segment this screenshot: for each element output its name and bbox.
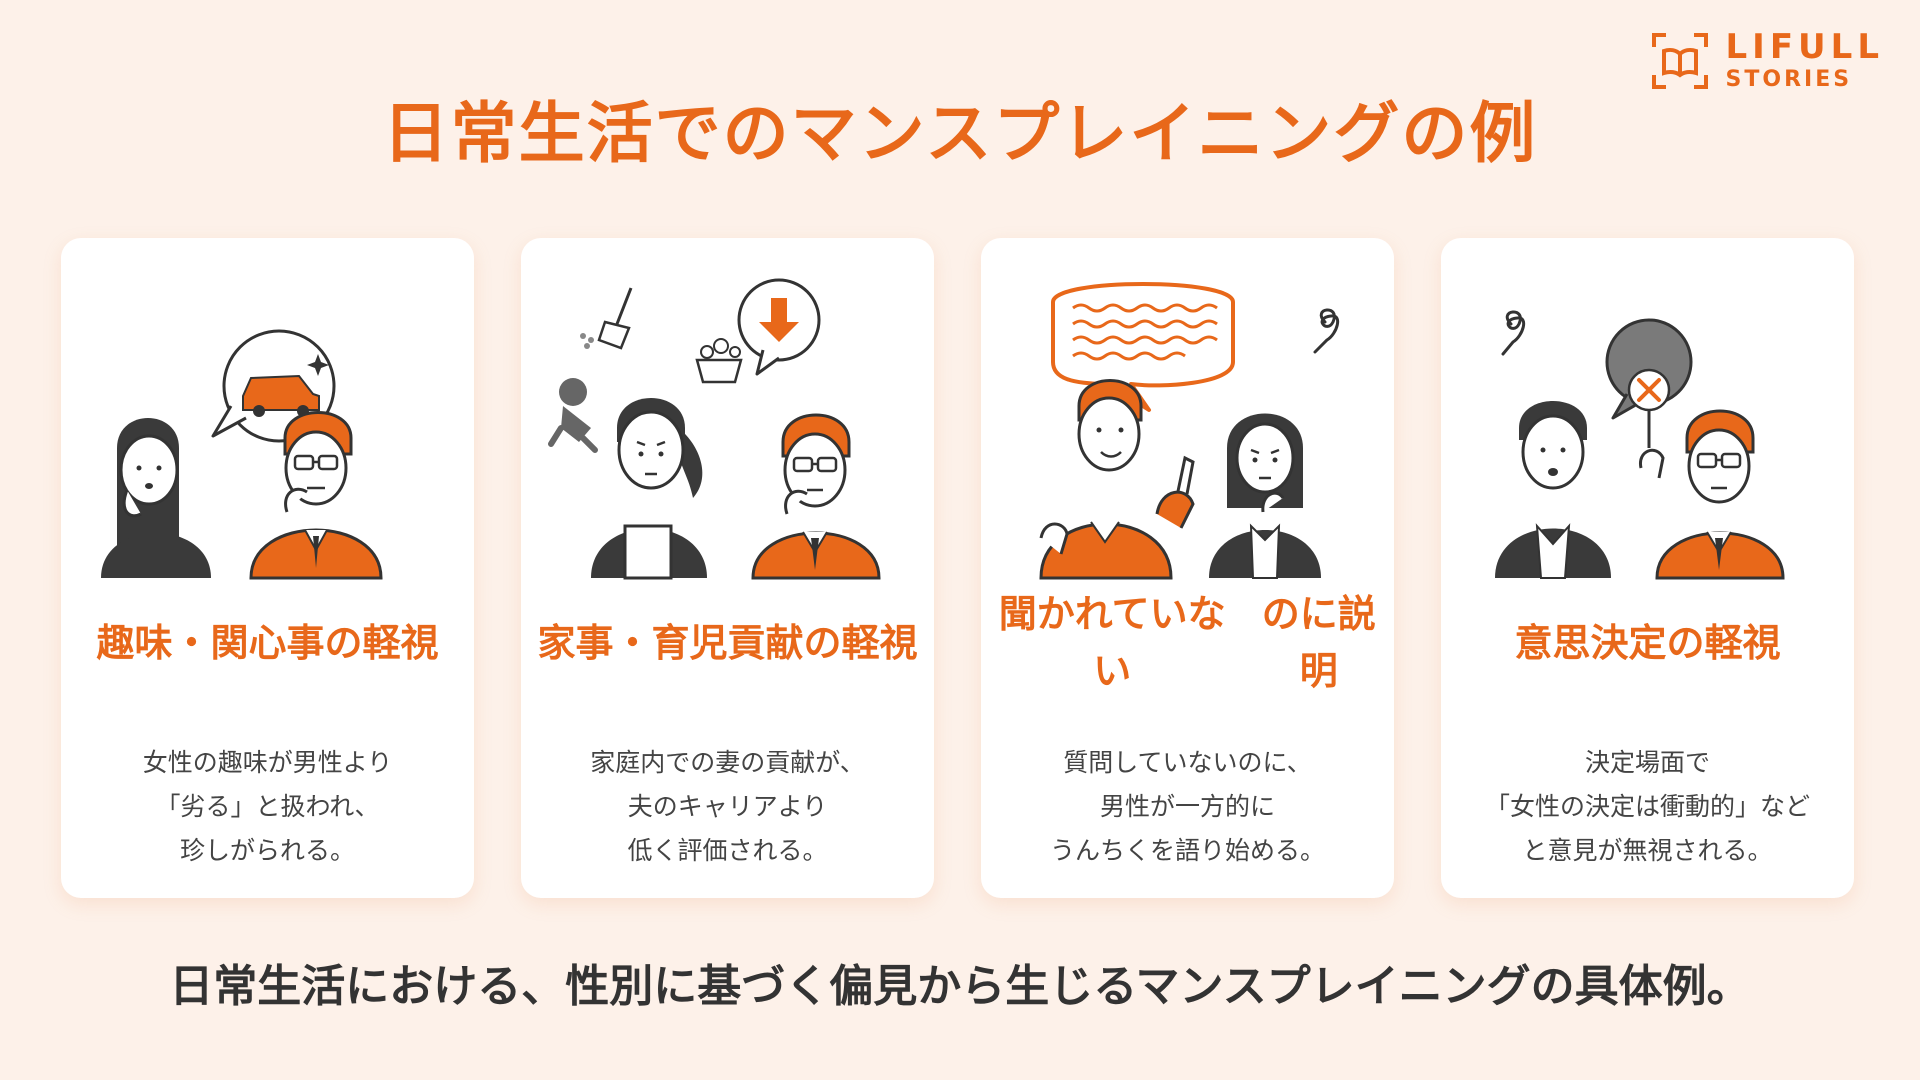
card-description: 質問していないのに、 男性が一方的に うんちくを語り始める。 xyxy=(1049,748,1325,865)
brand-name: LIFULL xyxy=(1725,27,1884,67)
card-unsolicited-explanation: 聞かれていない のに説明 質問していないのに、 男性が一方的に うんちくを語り始… xyxy=(981,238,1394,898)
card-title: 家事・育児 貢献の軽視 xyxy=(537,620,918,665)
brand-sub: STORIES xyxy=(1725,67,1853,92)
brand-logo[interactable]: LIFULL STORIES xyxy=(1650,30,1884,91)
woman-decision-man-x-sign-icon xyxy=(1495,310,1785,580)
card-title: 趣味・関心事の 軽視 xyxy=(96,620,439,665)
caption: 日常生活における、性別に基づく偏見から生じるマンスプレイニングの具体例。 xyxy=(169,961,1751,1012)
card-hobby: 趣味・関心事の 軽視 女性の趣味が男性より 「劣る」と扱われ、 珍しがられる。 xyxy=(61,238,474,898)
woman-hobby-car-bubble-man-thinking-icon xyxy=(101,329,383,580)
book-frame-icon xyxy=(1651,32,1708,89)
man-explaining-woman-confused-icon xyxy=(1039,282,1340,580)
card-description: 決定場面で 「女性の決定は衝動的」など と意見が無視される。 xyxy=(1484,748,1810,865)
example-cards: 趣味・関心事の 軽視 女性の趣味が男性より 「劣る」と扱われ、 珍しがられる。 xyxy=(61,238,1854,898)
card-housework: 家事・育児 貢献の軽視 家庭内での妻の貢献が、 夫のキャリアより 低く評価される… xyxy=(521,238,934,898)
card-decision: 意思決定の軽視 決定場面で 「女性の決定は衝動的」など と意見が無視される。 xyxy=(1441,238,1854,898)
page-title: 日常生活でのマンスプレイニングの例 xyxy=(382,95,1538,172)
card-description: 家庭内での妻の貢献が、 夫のキャリアより 低く評価される。 xyxy=(590,748,865,865)
card-title: 聞かれていない のに説明 xyxy=(998,592,1376,693)
card-description: 女性の趣味が男性より 「劣る」と扱われ、 珍しがられる。 xyxy=(142,748,393,865)
card-title: 意思決定の軽視 xyxy=(1514,620,1781,665)
woman-housework-childcare-man-down-arrow-icon xyxy=(548,278,881,580)
